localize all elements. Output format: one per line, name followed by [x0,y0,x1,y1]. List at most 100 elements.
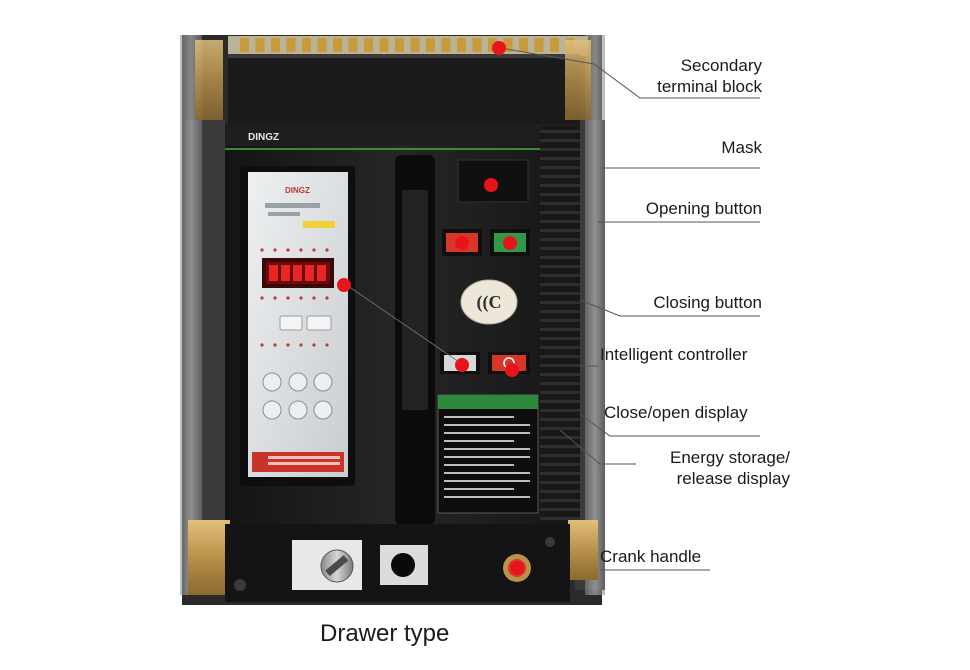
rib [540,337,580,340]
rib [540,373,580,376]
callout-marker [510,561,524,575]
label-mask: Mask [600,137,762,158]
indicator-dot [299,248,303,252]
rib [540,238,580,241]
terminal-screw [550,38,559,52]
led-digit [269,265,278,281]
rib [540,391,580,394]
rib [540,139,580,142]
rib [540,256,580,259]
label-line: Energy storage/ [669,448,790,467]
label-line: Secondary [680,56,762,75]
callout-marker [484,178,498,192]
rib [540,130,580,133]
rib [540,499,580,502]
rib [540,193,580,196]
plate-text-line [444,496,530,498]
indicator-dot [325,343,329,347]
label-line: Mask [721,138,762,157]
crank-base [188,520,598,602]
rib [540,490,580,493]
controller-unit: DINGZ [240,166,355,486]
led-digit [281,265,290,281]
label-line: Crank handle [600,547,702,566]
terminal-screw [333,38,342,52]
terminal-screw [348,38,358,52]
led-digit [293,265,302,281]
label-line: Intelligent controller [600,345,748,364]
terminal-screw [426,38,435,52]
plate-text-line [444,456,530,458]
secondary-terminal-block [195,36,591,124]
terminal-screw [395,38,404,52]
rib [540,346,580,349]
terminal-screw [240,38,249,52]
terminal-screw [503,38,513,52]
indicator-dot [260,248,264,252]
rib [540,328,580,331]
rib [540,517,580,520]
leader-lines [347,47,760,571]
leader-line [579,299,760,317]
controller-key [313,372,333,392]
plate-text-line [444,424,530,426]
rib [540,283,580,286]
figure-caption: Drawer type [320,620,450,647]
label-line: Opening button [645,199,762,218]
indicator-dot [286,248,290,252]
rating-nameplate [437,394,539,514]
controller-key [288,372,308,392]
label-secondary-terminal-block: Secondary terminal block [600,55,762,97]
label-intelligent-controller: Intelligent controller [600,344,747,365]
callout-marker [337,278,351,292]
indicator-dot [312,296,316,300]
terminal-screw [519,38,528,52]
label-closing-button: Closing button [600,292,762,313]
rib [540,292,580,295]
rib [540,409,580,412]
leader-line [499,47,760,99]
rib [540,220,580,223]
rib [540,472,580,475]
indicator-dot [260,343,264,347]
rib [540,364,580,367]
terminal-screw [271,38,280,52]
indicator-dot [312,248,316,252]
indicator-dot [325,296,329,300]
rib [540,400,580,403]
plate-text-line [444,480,530,482]
rib [540,247,580,250]
plate-text-line [444,432,530,434]
indicator-dot [273,343,277,347]
plate-text-line [444,464,514,466]
indicator-dot [286,296,290,300]
rib [540,508,580,511]
rib [540,310,580,313]
rib [540,355,580,358]
label-energy-storage-release-display: Energy storage/ release display [640,447,790,489]
label-line: release display [676,469,790,488]
rib [540,265,580,268]
indicator-dot [273,296,277,300]
terminal-screw [317,38,327,52]
rib [540,418,580,421]
rib [540,382,580,385]
plate-text-line [444,416,514,418]
indicator-dot [299,296,303,300]
label-close-open-display: Close/open display [604,402,748,423]
led-digit [305,265,314,281]
rib [540,463,580,466]
terminal-screw [302,38,311,52]
terminal-screw [379,38,389,52]
label-line: Close/open display [604,403,748,422]
leader-line [559,429,636,465]
ccc-logo: ((C [460,279,518,325]
center-slot [395,155,435,525]
rib [540,157,580,160]
plate-text-line [444,440,514,442]
terminal-screw [364,38,373,52]
indicator-dot [273,248,277,252]
rib [540,301,580,304]
plate-text-line [444,448,530,450]
